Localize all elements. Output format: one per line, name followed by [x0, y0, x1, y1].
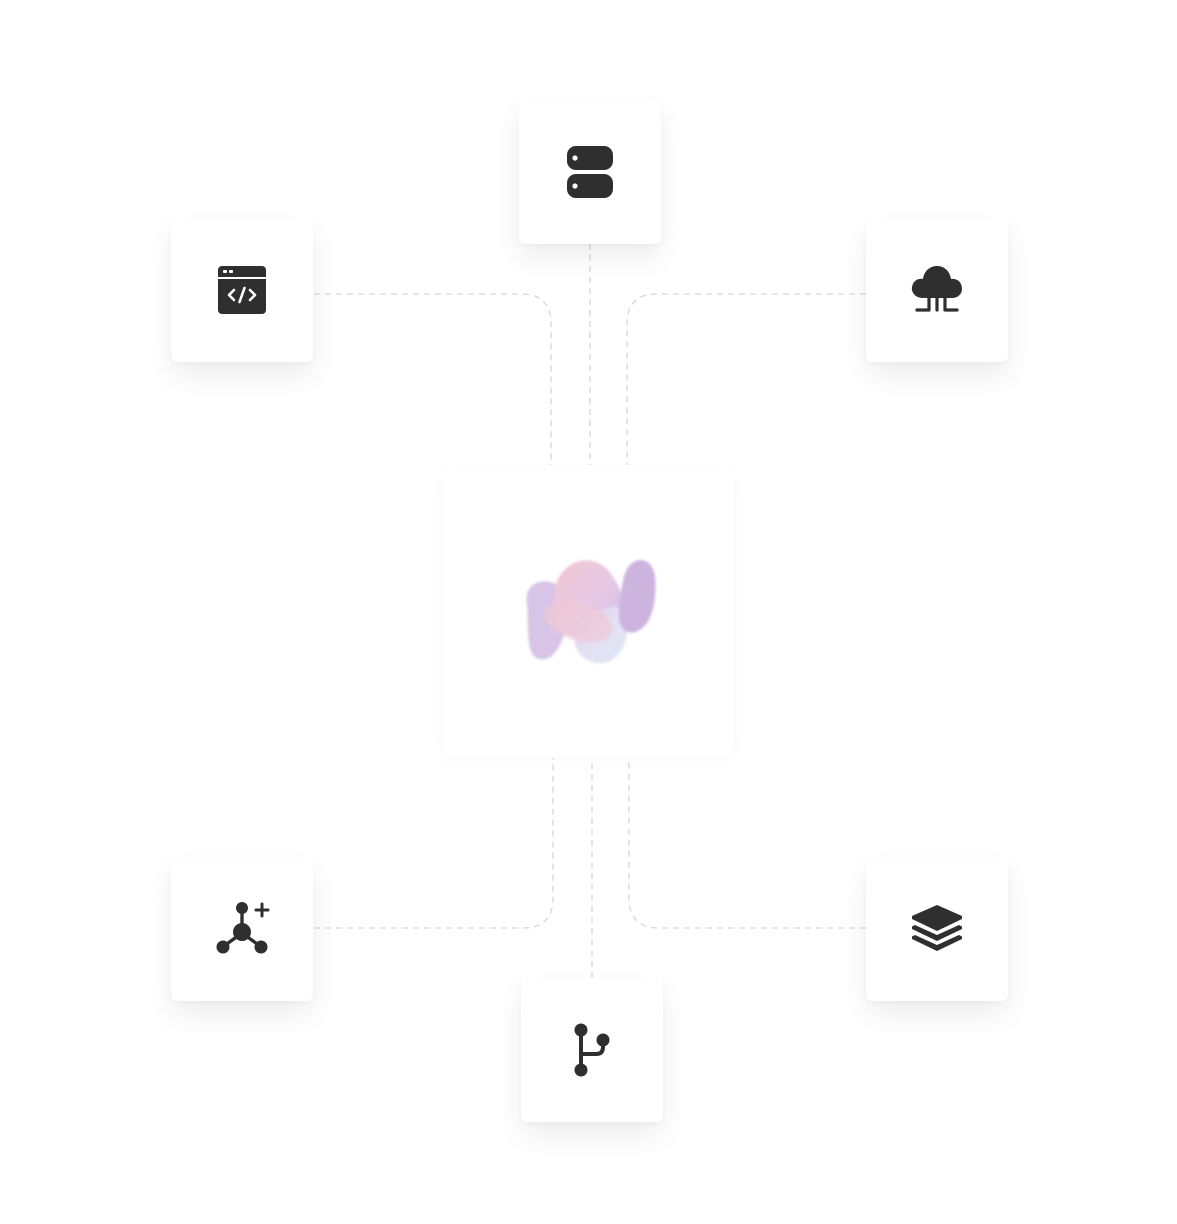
git-branch-icon [574, 1023, 610, 1077]
node-git-branch[interactable] [521, 978, 663, 1122]
brand-wave-logo [525, 559, 655, 663]
connector-graph-add [314, 758, 554, 929]
layers-icon [912, 905, 962, 951]
code-window-icon [218, 266, 266, 314]
hub-card [442, 465, 735, 758]
node-server[interactable] [519, 100, 661, 244]
connector-layers [628, 758, 866, 929]
server-icon [567, 146, 613, 198]
node-layers[interactable] [866, 857, 1008, 1001]
cloud-network-icon [911, 266, 962, 312]
graph-add-icon [216, 902, 270, 954]
node-graph-add[interactable] [171, 857, 313, 1001]
connector-cloud-network [626, 293, 866, 465]
node-code-window[interactable] [171, 218, 313, 362]
connector-code-window [314, 293, 552, 465]
node-cloud-network[interactable] [866, 218, 1008, 362]
